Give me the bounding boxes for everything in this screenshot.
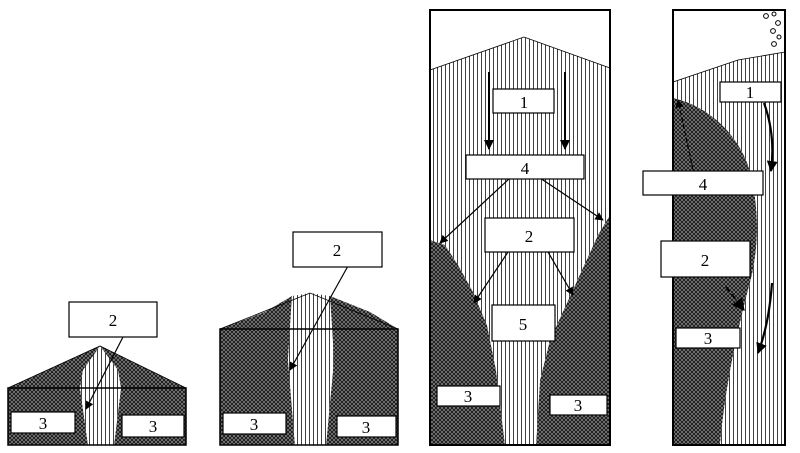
panel-stage-d: 1 4 2 3: [642, 9, 786, 446]
label-box: 3: [10, 411, 76, 434]
stagnant-zone-right: [536, 215, 610, 445]
pointer-arrow: [675, 99, 694, 171]
panel-stage-a: 2 3 3: [7, 301, 187, 446]
pointer-arrow: [85, 336, 124, 410]
label-3-right: 3: [574, 396, 583, 415]
bubbles-icon: [763, 11, 782, 47]
label-box: 3: [675, 327, 741, 349]
label-3-left: 3: [39, 414, 48, 433]
label-5: 5: [519, 315, 528, 334]
label-3-right: 3: [149, 417, 158, 436]
pointer-arrow: [539, 177, 604, 221]
bin-outline: [429, 9, 611, 446]
pointer-arrow: [289, 265, 349, 371]
label-box: 4: [642, 170, 764, 196]
label-4: 4: [699, 175, 708, 194]
label-3-left: 3: [464, 387, 473, 406]
label-3: 3: [704, 329, 713, 348]
pointer-arrow: [473, 251, 509, 304]
panel-stage-b: 2 3 3: [219, 231, 399, 446]
pointer-arrow: [439, 177, 511, 244]
label-box: 2: [660, 240, 751, 278]
label-box: 3: [436, 385, 501, 407]
label-4: 4: [521, 159, 530, 178]
label-box: 3: [121, 414, 185, 438]
label-box: 2: [68, 301, 158, 338]
flow-arrow: [756, 282, 774, 355]
heap-outline: [672, 51, 786, 83]
bin-outline: [219, 328, 399, 446]
panel-stage-c: 1 4 2 5 3 3: [429, 9, 611, 446]
stagnant-zone-left: [220, 296, 295, 445]
heap-outline: [429, 36, 611, 71]
label-box: 1: [492, 88, 555, 114]
label-3-left: 3: [250, 415, 259, 434]
pointer-arrow: [725, 286, 745, 311]
label-box: 1: [719, 81, 782, 103]
label-3-right: 3: [362, 418, 371, 437]
label-1: 1: [520, 93, 529, 112]
label-box: 3: [222, 412, 287, 435]
label-box: 3: [549, 394, 608, 416]
label-2: 2: [109, 311, 118, 330]
label-box: 2: [484, 217, 575, 253]
label-box: 4: [465, 154, 585, 180]
label-box: 2: [292, 231, 383, 268]
label-2: 2: [333, 241, 342, 260]
label-2: 2: [525, 227, 534, 246]
label-1: 1: [746, 83, 755, 102]
flowing-zone: [288, 293, 334, 445]
label-box: 5: [491, 304, 556, 342]
flow-arrow: [762, 102, 778, 173]
label-2: 2: [701, 251, 710, 270]
pointer-arrow: [547, 251, 574, 296]
bin-outline: [672, 9, 786, 446]
stagnant-zone-right: [326, 296, 398, 445]
label-box: 3: [336, 415, 397, 438]
flowing-zone: [80, 346, 121, 445]
